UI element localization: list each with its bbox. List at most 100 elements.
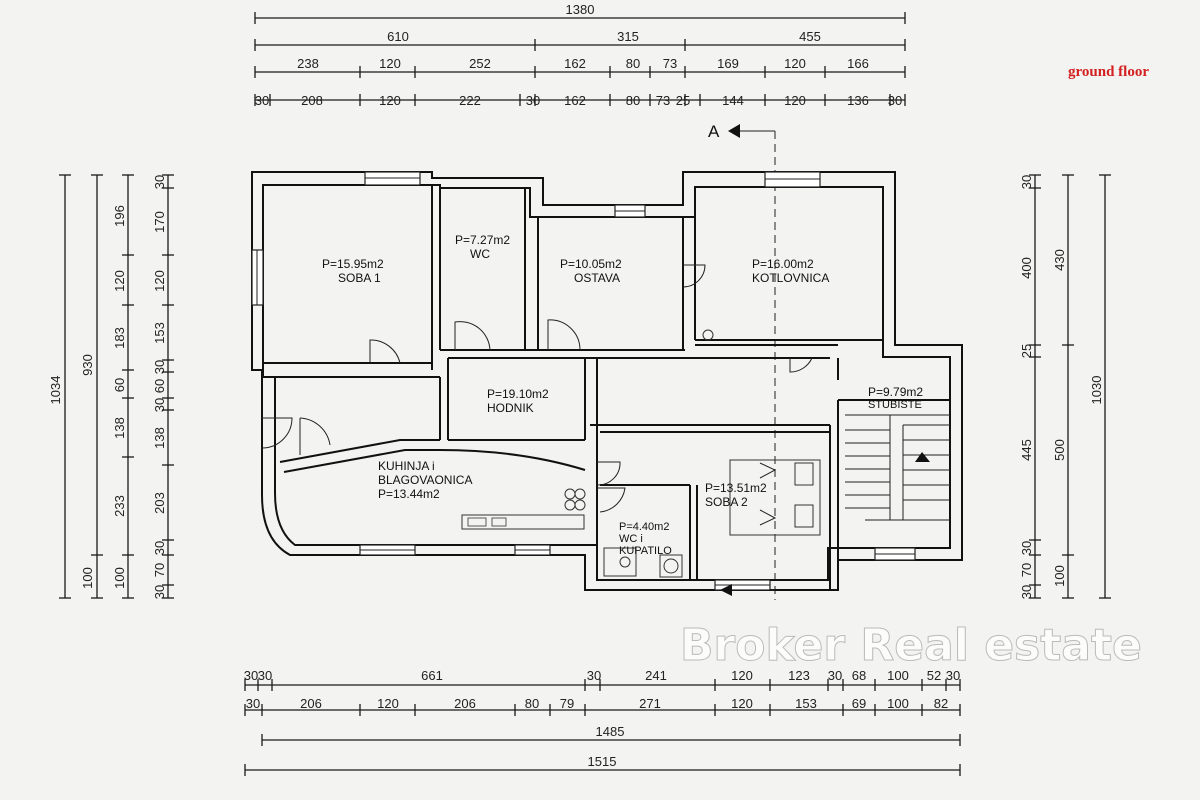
dim-bot-r2-10: 100 [887, 696, 909, 711]
room-soba2-name: SOBA 2 [705, 495, 748, 509]
dim-bot-r2-6: 271 [639, 696, 661, 711]
dim-top-total: 1380 [566, 2, 595, 17]
dim-left-c3-4: 138 [112, 417, 127, 439]
dim-right-total: 1030 [1089, 376, 1104, 405]
room-ostava-name: OSTAVA [574, 271, 620, 285]
room-stubiste-name: STUBISTE [868, 399, 922, 411]
dim-right-c1-2: 25 [1019, 344, 1034, 358]
dim-top-r3-5: 162 [564, 93, 586, 108]
dim-left-c3-5: 233 [112, 495, 127, 517]
dim-left-c4-9: 30 [152, 541, 167, 555]
room-wc-kupatilo-area: P=4.40m2 [619, 521, 669, 533]
dim-top-r2-1: 120 [379, 56, 401, 71]
dim-top-r2-5: 73 [663, 56, 677, 71]
room-kuhinja-area: P=13.44m2 [378, 487, 440, 501]
dim-bot-r1-0: 30 [244, 668, 258, 683]
dim-left-c3-1: 120 [112, 270, 127, 292]
dim-left-c3-0: 196 [112, 205, 127, 227]
dim-left-c4-3: 153 [152, 322, 167, 344]
dim-top-r1-0: 610 [387, 29, 409, 44]
dim-top-r2-3: 162 [564, 56, 586, 71]
dim-top-r3-10: 120 [784, 93, 806, 108]
dim-left-c3-3: 60 [112, 378, 127, 392]
dim-top-r3-3: 222 [459, 93, 481, 108]
fixtures [461, 329, 950, 578]
room-hodnik-area: P=19.10m2 [487, 387, 549, 401]
dim-top-r1-1: 315 [617, 29, 639, 44]
dim-bot-r1-5: 120 [731, 668, 753, 683]
room-stubiste-area: P=9.79m2 [868, 385, 923, 399]
dim-bot-r2-9: 69 [852, 696, 866, 711]
dim-bot-r1-8: 68 [852, 668, 866, 683]
dim-top-r3-2: 120 [379, 93, 401, 108]
dim-top-r3-9: 144 [722, 93, 744, 108]
room-kotlovnica-name: KOTLOVNICA [752, 271, 829, 285]
dim-right-c1-0: 30 [1019, 175, 1034, 189]
room-wc-kupatilo-name: WC i [619, 533, 643, 545]
dim-top-r3-11: 136 [847, 93, 869, 108]
section-marker-label: A [708, 122, 720, 141]
dim-bot-r1-7: 30 [828, 668, 842, 683]
dim-left-c3-2: 183 [112, 327, 127, 349]
dim-top-r2-2: 252 [469, 56, 491, 71]
dim-top-r2-4: 80 [626, 56, 640, 71]
dim-bot-r1-4: 241 [645, 668, 667, 683]
room-kuhinja-name: KUHINJA i [378, 459, 435, 473]
dim-top-r3-6: 80 [626, 93, 640, 108]
bottom-dimensions: 30 30 661 30 241 120 123 30 68 100 52 30… [244, 668, 961, 776]
dim-right-c1-1: 400 [1019, 257, 1034, 279]
dim-bot-r2-5: 79 [560, 696, 574, 711]
dim-top-r2-0: 238 [297, 56, 319, 71]
dim-bot-r2-4: 80 [525, 696, 539, 711]
room-soba1-name: SOBA 1 [338, 271, 381, 285]
room-hodnik-name: HODNIK [487, 401, 534, 415]
dim-bot-r2-3: 206 [454, 696, 476, 711]
dim-bot-r2-1: 206 [300, 696, 322, 711]
dim-left-c4-10: 70 [152, 563, 167, 577]
dim-right-c1-6: 30 [1019, 585, 1034, 599]
stairs-up-arrow-icon [915, 452, 930, 462]
dim-bot-r1-10: 52 [927, 668, 941, 683]
dim-left-c4-4: 30 [152, 360, 167, 374]
dim-bot-r1-1: 30 [258, 668, 272, 683]
top-dimensions: 1380 610 315 455 238 120 252 162 80 73 1… [254, 2, 906, 108]
dim-bot-r2-7: 120 [731, 696, 753, 711]
dim-left-c4-7: 138 [152, 427, 167, 449]
dim-bot-r2-11: 82 [934, 696, 948, 711]
dim-top-r3-1: 208 [301, 93, 323, 108]
room-wc-name: WC [470, 247, 490, 261]
dim-left-100a: 100 [80, 567, 95, 589]
dim-top-r3-12: 30 [888, 93, 902, 108]
walls [251, 171, 963, 591]
right-dimensions: 30 400 25 445 30 70 30 430 500 100 1030 [1019, 174, 1111, 599]
dim-bot-r1-3: 30 [587, 668, 601, 683]
dim-right-c1-5: 70 [1019, 563, 1034, 577]
dim-left-c4-0: 30 [152, 175, 167, 189]
windows [251, 171, 916, 591]
dim-left-c4-2: 120 [152, 270, 167, 292]
stairs [845, 414, 950, 521]
section-marker-bottom [720, 584, 775, 596]
doors [261, 264, 813, 513]
dim-top-r2-6: 169 [717, 56, 739, 71]
dim-left-c4-1: 170 [152, 211, 167, 233]
dim-bot-r1-11: 30 [946, 668, 960, 683]
dim-bot-r2-0: 30 [246, 696, 260, 711]
dim-right-c2-2: 100 [1052, 565, 1067, 587]
dim-right-c2-1: 500 [1052, 439, 1067, 461]
dim-bot-1515: 1515 [588, 754, 617, 769]
section-marker-top: A [708, 122, 776, 600]
dim-left-930: 930 [80, 354, 95, 376]
left-dimensions: 1034 930 100 196 120 183 60 138 233 100 … [48, 174, 174, 599]
dim-left-c4-8: 203 [152, 492, 167, 514]
dim-top-r3-7: 73 [656, 93, 670, 108]
dim-bot-1485: 1485 [596, 724, 625, 739]
room-kuhinja-name2: BLAGOVAONICA [378, 473, 472, 487]
dim-left-c3-6: 100 [112, 567, 127, 589]
dim-top-r2-8: 166 [847, 56, 869, 71]
dim-top-r3-4: 30 [526, 93, 540, 108]
dim-left-total: 1034 [48, 376, 63, 405]
dim-bot-r1-2: 661 [421, 668, 443, 683]
dim-bot-r1-6: 123 [788, 668, 810, 683]
